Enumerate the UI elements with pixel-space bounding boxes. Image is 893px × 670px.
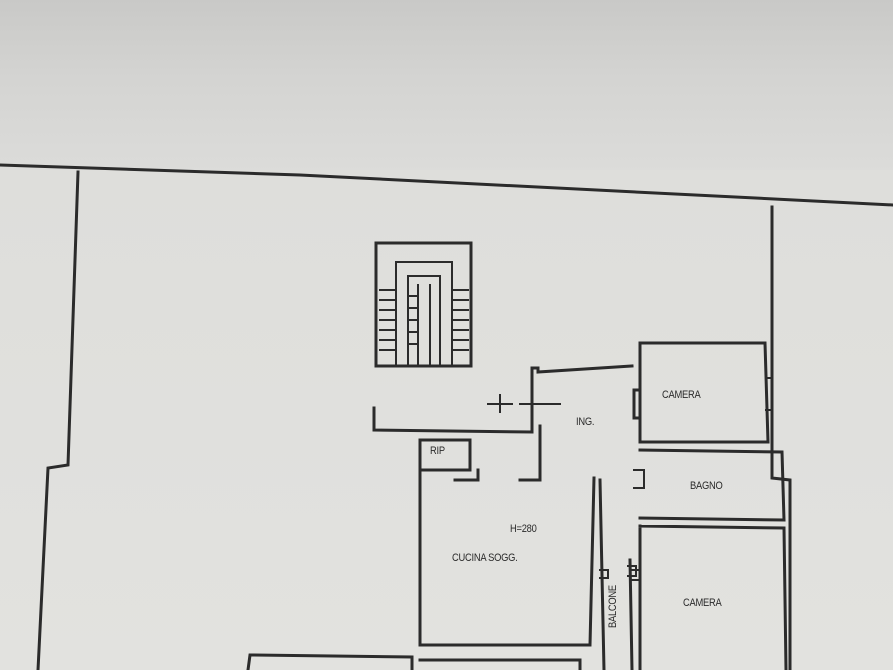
landing-walls bbox=[372, 364, 634, 434]
sheet-top-edge bbox=[0, 163, 893, 207]
bagno-door bbox=[633, 469, 645, 489]
room-label-rip: RIP bbox=[430, 445, 445, 457]
camera-top-window bbox=[765, 377, 773, 411]
balcone-marks bbox=[599, 565, 637, 579]
stairwell bbox=[374, 241, 473, 368]
cucina-walls bbox=[418, 468, 596, 647]
bagno-walls bbox=[638, 448, 786, 522]
room-label-camera-top: CAMERA bbox=[662, 389, 701, 401]
room-label-bagno: BAGNO bbox=[690, 480, 723, 492]
balcone-walls bbox=[598, 478, 634, 670]
room-label-ingresso: ING. bbox=[576, 416, 595, 428]
camera-bottom-walls bbox=[638, 524, 788, 670]
bottom-rooms-edge bbox=[246, 653, 582, 670]
camera-top-door-side bbox=[632, 388, 642, 420]
rip-walls bbox=[418, 438, 472, 472]
room-label-balcone: BALCONE bbox=[607, 585, 619, 628]
left-boundary-wall bbox=[36, 170, 80, 670]
cucina-wall-stubs bbox=[453, 424, 542, 482]
camera-top-walls bbox=[638, 341, 770, 444]
landing-door-mark bbox=[487, 394, 561, 413]
right-boundary-wall bbox=[770, 205, 792, 670]
stair-steps bbox=[379, 261, 469, 367]
room-height-label: H=280 bbox=[510, 523, 537, 535]
room-label-cucina: CUCINA SOGG. bbox=[452, 552, 518, 564]
room-label-camera-bottom: CAMERA bbox=[683, 597, 722, 609]
